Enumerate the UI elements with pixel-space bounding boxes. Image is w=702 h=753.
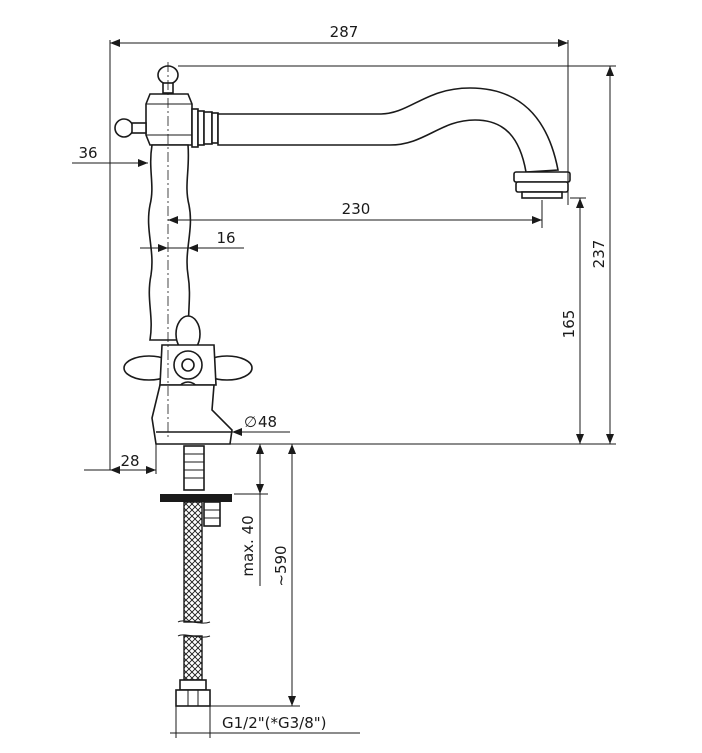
dim-stem-offset: 16 bbox=[216, 229, 235, 247]
dim-max-deck: max. 40 bbox=[239, 515, 257, 576]
dim-base-diameter: 48 bbox=[258, 413, 277, 431]
hose-icon bbox=[175, 501, 211, 707]
dimension-lines bbox=[72, 39, 616, 738]
dim-base-offset: 28 bbox=[120, 452, 139, 470]
dim-total-height: 237 bbox=[590, 240, 608, 269]
dim-spout-reach: 230 bbox=[342, 200, 371, 218]
dim-spout-height: 165 bbox=[560, 310, 578, 339]
dim-overall-width: 287 bbox=[330, 23, 359, 41]
dim-thread: G1/2"(*G3/8") bbox=[222, 714, 327, 732]
faucet-icon bbox=[114, 65, 571, 527]
dim-top-height: 36 bbox=[78, 144, 97, 162]
diameter-symbol: ∅ bbox=[244, 413, 257, 431]
dim-hose-length: ~590 bbox=[272, 545, 290, 586]
